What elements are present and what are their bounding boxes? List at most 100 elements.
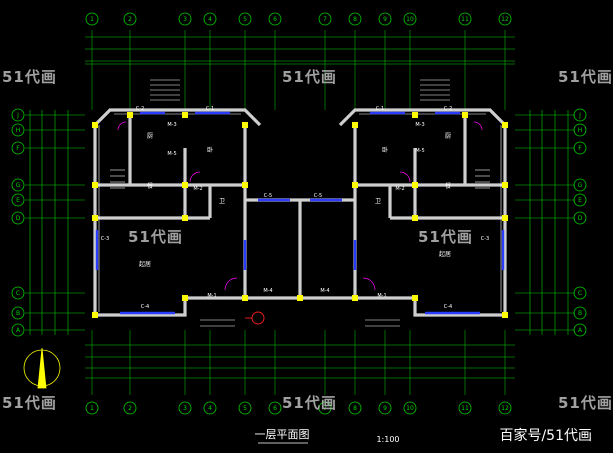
tag-c4-left: C-4 <box>141 304 149 310</box>
axis-right-B: B <box>578 310 582 317</box>
opening-tags: C-2 C-1 C-1 C-2 M-3 M-3 M-5 M-5 M-2 M-2 … <box>101 106 489 310</box>
top-dimension-ticks <box>91 30 506 110</box>
horizontal-grid-ticks <box>25 114 575 331</box>
axis-labels-right: J H F G E D C B A <box>578 112 583 334</box>
axis-right-E: E <box>578 197 582 204</box>
watermark: 51代画 <box>282 394 337 412</box>
room-kitchen-left: 厨 <box>147 133 153 140</box>
columns <box>92 112 508 318</box>
tag-m3-left: M-3 <box>167 122 176 128</box>
axis-bubbles-top <box>85 12 512 26</box>
axis-left-G: G <box>16 182 21 189</box>
room-bed-left: 卧 <box>207 146 213 154</box>
left-dimension-lines <box>29 110 69 335</box>
north-arrow-icon <box>23 347 61 389</box>
watermark: 51代画 <box>558 394 613 412</box>
axis-left-C: C <box>16 290 20 297</box>
entry-stairs <box>110 79 490 327</box>
right-dimension-lines <box>529 110 569 335</box>
room-living-right: 起居 <box>439 250 451 258</box>
axis-left-E: E <box>16 197 20 204</box>
tag-m4-right: M-4 <box>320 288 329 294</box>
watermark: 51代画 <box>2 68 57 86</box>
axis-top-2: 2 <box>128 16 132 23</box>
tag-m4-left: M-4 <box>263 288 272 294</box>
axis-right-A: A <box>578 327 583 334</box>
axis-bottom-2: 2 <box>128 405 132 412</box>
floor-plan-drawing: 1 2 3 4 5 6 7 8 9 10 11 12 1 2 3 4 5 6 7… <box>11 12 587 444</box>
axis-labels-left: J H F G E D C B A <box>16 112 21 334</box>
axis-top-10: 10 <box>406 16 414 23</box>
watermark: 51代画 <box>282 68 337 86</box>
room-bed-right: 卧 <box>382 146 388 154</box>
drawing-scale: 1:100 <box>376 435 399 444</box>
axis-bottom-3: 3 <box>183 405 187 412</box>
axis-right-G: G <box>578 182 583 189</box>
room-living-left: 起居 <box>139 260 151 268</box>
axis-top-3: 3 <box>183 16 187 23</box>
tag-m1-left: M-1 <box>207 293 216 299</box>
walls <box>93 108 507 317</box>
tag-c3-left: C-3 <box>101 236 109 242</box>
room-labels: 厨 厨 餐 餐 起居 起居 卧 卧 卫 卫 <box>139 133 451 268</box>
axis-top-6: 6 <box>273 16 277 23</box>
room-dining-right: 餐 <box>445 182 451 190</box>
room-kitchen-right: 厨 <box>445 133 451 140</box>
tag-c1-right: C-1 <box>376 106 384 112</box>
axis-top-7: 7 <box>323 16 327 23</box>
axis-right-C: C <box>578 290 582 297</box>
watermark: 51代画 <box>2 394 57 412</box>
axis-left-J: J <box>16 112 19 119</box>
door-swings <box>117 121 483 291</box>
watermark: 51代画 <box>128 228 183 246</box>
axis-bottom-1: 1 <box>90 405 94 412</box>
axis-top-4: 4 <box>208 16 212 23</box>
axis-bottom-12: 12 <box>501 405 509 412</box>
axis-top-5: 5 <box>243 16 247 23</box>
axis-bottom-5: 5 <box>243 405 247 412</box>
section-marker <box>245 311 265 325</box>
axis-left-F: F <box>16 145 20 152</box>
axis-left-D: D <box>16 215 21 222</box>
room-wc-right: 卫 <box>375 198 381 205</box>
tag-m1-right: M-1 <box>377 293 386 299</box>
axis-bottom-4: 4 <box>208 405 212 412</box>
axis-bottom-8: 8 <box>353 405 357 412</box>
axis-right-H: H <box>578 127 583 134</box>
top-dimension-lines <box>85 36 515 65</box>
windows <box>95 111 505 315</box>
axis-top-1: 1 <box>90 16 94 23</box>
bottom-dimension-lines <box>85 344 515 379</box>
axis-bottom-11: 11 <box>461 405 469 412</box>
tag-c2-left: C-2 <box>136 106 144 112</box>
axis-left-B: B <box>16 310 20 317</box>
tag-m5-left: M-5 <box>167 151 176 157</box>
tag-m2-left: M-2 <box>193 186 202 192</box>
tag-m5-right: M-5 <box>415 148 424 154</box>
axis-right-J: J <box>578 112 581 119</box>
axis-top-9: 9 <box>383 16 387 23</box>
axis-right-F: F <box>578 145 582 152</box>
tag-c4-right: C-4 <box>444 304 452 310</box>
axis-left-A: A <box>16 327 21 334</box>
tag-c5-right: C-5 <box>314 193 322 199</box>
axis-bottom-7: 7 <box>323 405 327 412</box>
axis-right-D: D <box>578 215 583 222</box>
tag-m2-right: M-2 <box>395 186 404 192</box>
tag-c5-left: C-5 <box>264 193 272 199</box>
tag-c2-right: C-2 <box>444 106 452 112</box>
tag-c3-right: C-3 <box>481 236 489 242</box>
axis-labels-top: 1 2 3 4 5 6 7 8 9 10 11 12 <box>90 16 509 23</box>
axis-bottom-9: 9 <box>383 405 387 412</box>
axis-bubbles-bottom <box>85 401 512 415</box>
bottom-dimension-ticks <box>91 330 506 395</box>
axis-bottom-6: 6 <box>273 405 277 412</box>
axis-top-8: 8 <box>353 16 357 23</box>
axis-bottom-10: 10 <box>406 405 414 412</box>
axis-bubbles-left <box>11 108 25 337</box>
axis-top-11: 11 <box>461 16 469 23</box>
axis-labels-bottom: 1 2 3 4 5 6 7 8 9 10 11 12 <box>90 405 509 412</box>
room-wc-left: 卫 <box>219 198 225 205</box>
watermark: 51代画 <box>558 68 613 86</box>
axis-top-12: 12 <box>501 16 509 23</box>
